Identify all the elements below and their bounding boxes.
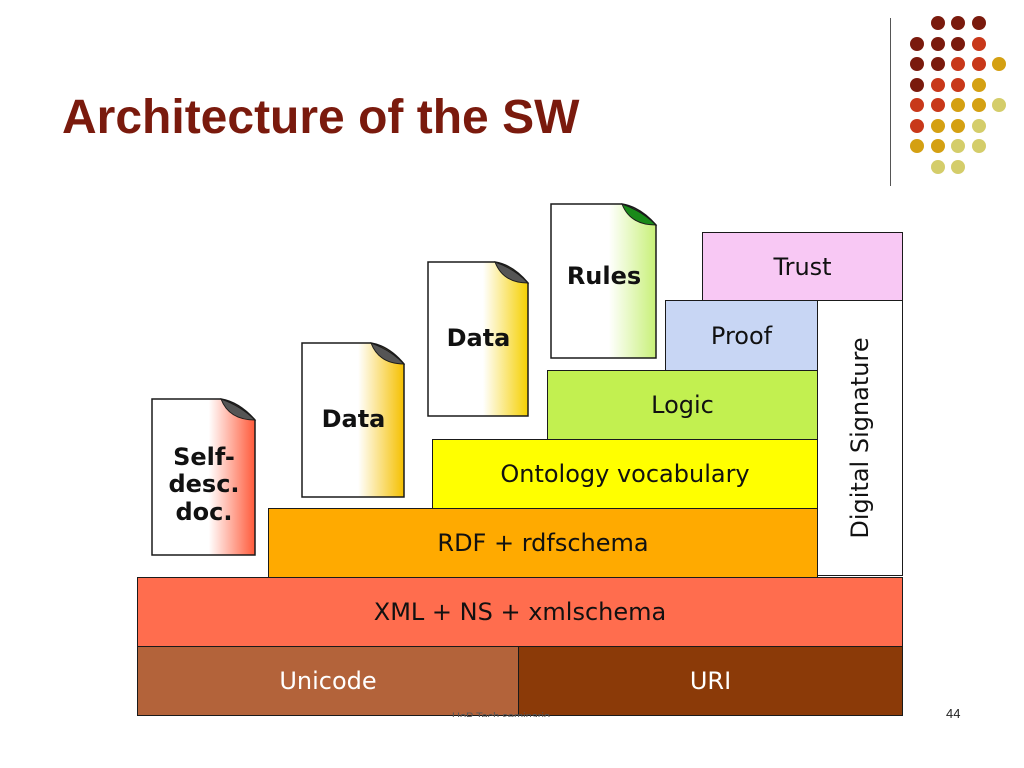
decorative-dot (930, 139, 945, 153)
document-data-1-label: Data (321, 405, 386, 433)
decorative-dot (951, 57, 965, 71)
decorative-dot (910, 57, 924, 71)
document-page-icon (427, 261, 530, 417)
decorative-dot (910, 36, 924, 51)
decorative-dot (910, 98, 924, 112)
layer-proof-label: Proof (710, 321, 773, 350)
decorative-dot (930, 159, 945, 174)
document-data-2: Data (427, 261, 530, 418)
document-self-desc: Self- desc. doc. (151, 398, 257, 556)
layer-rdf: RDF + rdfschema (268, 508, 818, 578)
page-number: 44 (946, 706, 961, 721)
decorative-dot (930, 118, 945, 133)
layer-uri: URI (518, 646, 903, 716)
decorative-dot (951, 98, 965, 112)
layer-trust-label: Trust (773, 252, 832, 281)
document-rules: Rules (550, 203, 658, 360)
decorative-dot (992, 98, 1006, 112)
layer-ontology: Ontology vocabulary (432, 439, 818, 509)
layer-logic: Logic (547, 370, 818, 440)
decorative-dot (971, 98, 986, 112)
decorative-dot (951, 77, 965, 92)
decorative-dot (930, 77, 945, 92)
layer-xml: XML + NS + xmlschema (137, 577, 903, 647)
title-divider-line (890, 18, 891, 186)
document-self-desc-label: Self- desc. doc. (168, 442, 240, 526)
decorative-dot (971, 57, 986, 71)
decorative-dot (910, 139, 924, 153)
decorative-dot (930, 16, 945, 30)
decorative-dot (971, 36, 986, 51)
slide-footer: UoP Tech seminario (452, 711, 551, 717)
document-page-icon (151, 398, 257, 556)
decorative-dot (951, 118, 965, 133)
layer-logic-label: Logic (651, 391, 714, 419)
layer-proof: Proof (665, 300, 818, 371)
layer-rdf-label: RDF + rdfschema (437, 529, 649, 557)
layer-unicode: Unicode (137, 646, 519, 716)
decorative-dot (951, 36, 965, 51)
decorative-dot (971, 77, 986, 92)
decorative-dot (910, 77, 924, 92)
decorative-dot (910, 118, 924, 133)
document-data-2-label: Data (446, 324, 511, 352)
decorative-dot (951, 159, 965, 174)
document-page-icon (550, 203, 658, 359)
decorative-dot (930, 98, 945, 112)
layer-ontology-label: Ontology vocabulary (500, 460, 750, 488)
layer-unicode-label: Unicode (279, 667, 377, 695)
layer-trust: Trust (702, 232, 903, 301)
layer-digital-signature: Digital Signature (817, 300, 903, 576)
document-data-1: Data (301, 342, 406, 499)
decorative-dot (992, 57, 1006, 71)
document-rules-label: Rules (566, 262, 642, 290)
layer-uri-label: URI (689, 667, 732, 695)
decorative-dot (951, 139, 965, 153)
decorative-dot (930, 36, 945, 51)
decorative-dot (971, 118, 986, 133)
decorative-dot (951, 16, 965, 30)
decorative-dot (971, 139, 986, 153)
decorative-dot (971, 16, 986, 30)
slide-title: Architecture of the SW (62, 91, 580, 144)
decorative-dot (930, 57, 945, 71)
layer-digital-signature-label: Digital Signature (846, 337, 874, 539)
document-page-icon (301, 342, 406, 498)
layer-xml-label: XML + NS + xmlschema (373, 598, 667, 626)
